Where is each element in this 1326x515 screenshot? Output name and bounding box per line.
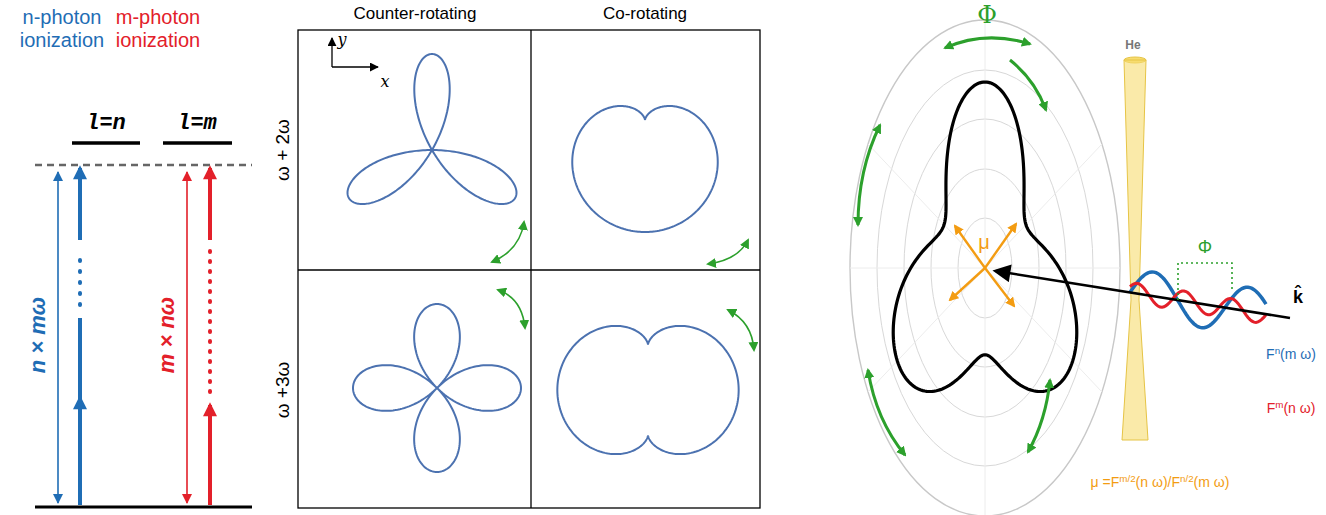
anisotropy-arrows bbox=[950, 224, 1016, 306]
label-text: Co-rotating bbox=[603, 4, 687, 23]
label-text: He bbox=[1125, 38, 1140, 52]
superscript: m bbox=[1275, 399, 1283, 410]
phase-arrows bbox=[858, 38, 1050, 455]
label-text: Counter-rotating bbox=[354, 4, 477, 23]
label-text: F bbox=[1266, 347, 1275, 363]
grid-divider bbox=[298, 269, 760, 270]
text-label: n × mω bbox=[25, 297, 50, 373]
text-label: Fm(n ω) bbox=[1267, 399, 1316, 416]
field-curve bbox=[557, 326, 738, 454]
label-text: l=n bbox=[86, 111, 126, 136]
label-text: n × mω bbox=[25, 297, 50, 373]
label-text: (m ω) bbox=[1280, 347, 1316, 363]
label-text: x bbox=[380, 72, 389, 91]
text-label: Fn(m ω) bbox=[1266, 345, 1316, 362]
label-text: n-photon ionization bbox=[20, 6, 105, 51]
photon-dots bbox=[208, 250, 212, 392]
text-label: m × nω bbox=[154, 297, 179, 373]
photon-arrow bbox=[78, 168, 82, 240]
label-text: (m ω) bbox=[1194, 475, 1230, 491]
field-curve bbox=[353, 304, 521, 472]
photon-arrow bbox=[78, 398, 82, 505]
text-label: l=m bbox=[177, 111, 217, 136]
label-text: l=m bbox=[177, 111, 217, 136]
photon-dots bbox=[78, 250, 82, 305]
text-label: ω + 2ω bbox=[272, 119, 294, 181]
text-label: ω +3ω bbox=[272, 362, 294, 419]
label-text: m × nω bbox=[154, 297, 179, 373]
rotation-arrow bbox=[708, 240, 748, 264]
superscript: n/2 bbox=[1180, 473, 1194, 484]
polar-ring bbox=[850, 20, 1120, 515]
text-label: x bbox=[380, 73, 389, 91]
orange-arrow bbox=[950, 268, 985, 300]
total-energy-arrow bbox=[57, 172, 59, 503]
superscript: n bbox=[1275, 345, 1280, 356]
axis-arrow bbox=[332, 66, 378, 67]
gas-jet bbox=[1122, 60, 1148, 440]
text-label: Φ bbox=[977, 2, 997, 30]
ground-level bbox=[35, 506, 252, 509]
field-curves bbox=[348, 54, 739, 472]
label-text: Φ bbox=[977, 1, 997, 29]
text-label: Co-rotating bbox=[603, 4, 687, 24]
rotation-arrow bbox=[498, 290, 525, 328]
text-label: μ =Fm/2(n ω)/Fn/2(m ω) bbox=[1091, 473, 1230, 490]
text-label: l=n bbox=[86, 111, 126, 136]
total-energy-arrow bbox=[186, 172, 188, 503]
text-label: Φ bbox=[1198, 237, 1212, 258]
rotation-arrow bbox=[1028, 380, 1050, 452]
label-text: (n ω)/F bbox=[1136, 475, 1180, 491]
grid-frame bbox=[298, 30, 760, 508]
rotation-arrow bbox=[492, 222, 524, 262]
polar-grid bbox=[850, 20, 1120, 515]
rotation-arrow bbox=[1010, 60, 1046, 110]
field-curve bbox=[572, 106, 717, 232]
text-label: μ bbox=[978, 231, 990, 254]
text-label: n-photon ionization bbox=[16, 6, 108, 52]
field-wave bbox=[1130, 272, 1266, 328]
label-text: ω +3ω bbox=[272, 362, 293, 419]
photon-arrow bbox=[78, 318, 82, 398]
text-label: Counter-rotating bbox=[354, 4, 477, 24]
label-text: μ =F bbox=[1091, 475, 1120, 491]
level-bar bbox=[72, 141, 140, 145]
phase-bracket bbox=[1178, 263, 1232, 300]
label-text: μ bbox=[978, 231, 990, 253]
photon-arrow bbox=[208, 405, 212, 505]
superscript: m/2 bbox=[1119, 473, 1135, 484]
text-label: k̂ bbox=[1293, 287, 1303, 308]
label-text: F bbox=[1267, 401, 1276, 417]
label-text: ω + 2ω bbox=[272, 119, 293, 181]
text-label: He bbox=[1125, 39, 1140, 53]
angular-distribution bbox=[893, 82, 1077, 392]
photon-arrow bbox=[208, 168, 212, 240]
label-text: k̂ bbox=[1293, 287, 1303, 307]
label-text: m-photon ionization bbox=[116, 6, 201, 51]
rotation-arrow bbox=[945, 38, 1030, 48]
level-bar bbox=[163, 141, 232, 145]
label-text: (n ω) bbox=[1283, 401, 1315, 417]
label-text: y bbox=[337, 30, 346, 49]
rotation-arrow bbox=[858, 125, 880, 225]
rotation-arrow bbox=[728, 310, 754, 350]
propagation-arrow bbox=[996, 271, 1290, 318]
label-text: Φ bbox=[1198, 237, 1212, 257]
text-label: y bbox=[337, 31, 346, 49]
field-curve bbox=[348, 54, 517, 204]
grid-divider bbox=[530, 30, 531, 508]
rotation-arrow bbox=[868, 370, 905, 455]
virtual-level bbox=[35, 164, 252, 167]
text-label: m-photon ionization bbox=[112, 6, 204, 52]
axis-arrow bbox=[331, 38, 332, 67]
